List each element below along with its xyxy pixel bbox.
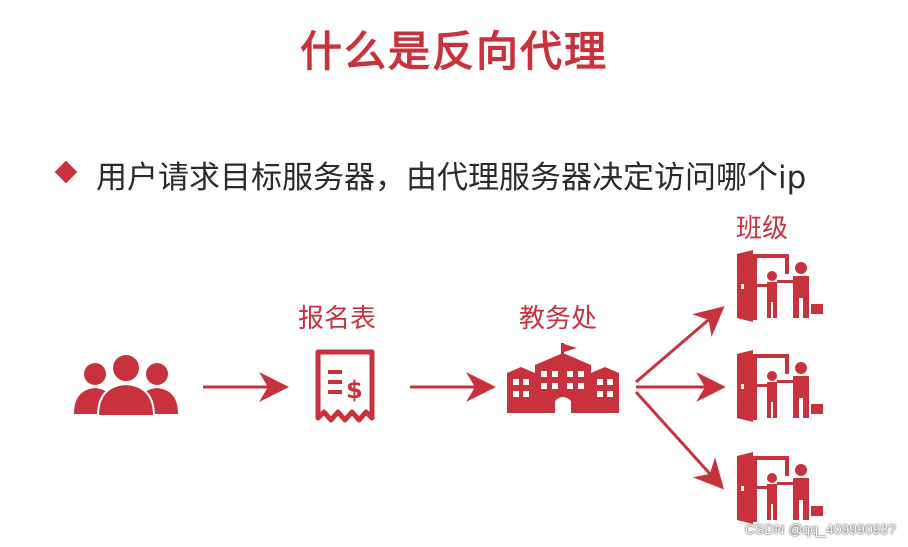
classroom-door-teacher-icon	[737, 250, 823, 322]
classroom-door-teacher-icon	[737, 350, 823, 422]
arrow-office-to-class-3	[634, 390, 725, 490]
building-icon	[507, 343, 619, 413]
csdn-watermark: CSDN @qq_40999093?	[744, 521, 896, 537]
classroom-door-teacher-icon	[737, 452, 823, 524]
form-label: 报名表	[298, 304, 377, 334]
svg-text:$: $	[346, 376, 363, 404]
page-title: 什么是反向代理	[299, 27, 608, 76]
classes-label: 班级	[736, 214, 789, 244]
office-label: 教务处	[519, 304, 598, 334]
arrow-office-to-class-1	[635, 306, 725, 384]
users-group-icon	[74, 353, 178, 417]
receipt-form-icon: $	[315, 349, 375, 423]
bullet-text: 用户请求目标服务器，由代理服务器决定访问哪个ip	[96, 160, 807, 196]
